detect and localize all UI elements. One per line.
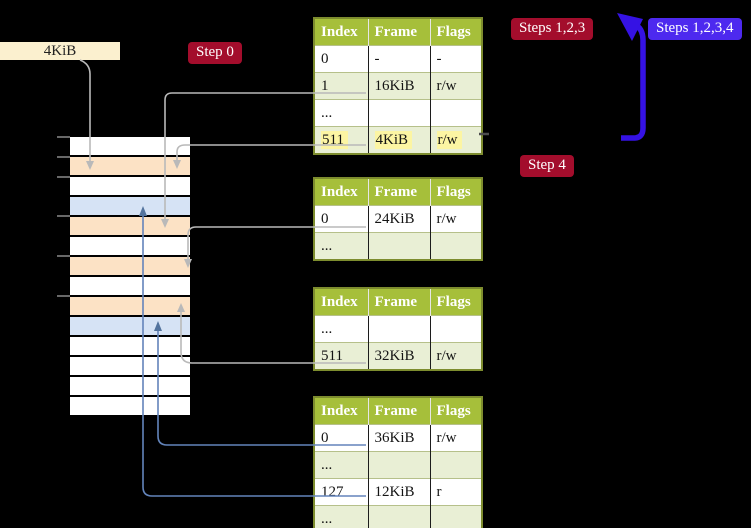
table-cell: r/w	[429, 205, 482, 233]
memory-frame-row-8	[70, 297, 190, 317]
column-header-index: Index	[314, 288, 368, 316]
table-cell: 12KiB	[367, 478, 430, 506]
table-cell: 36KiB	[367, 424, 430, 452]
table-cell: ...	[314, 451, 368, 479]
page-table-3-row-...: ...	[314, 315, 482, 343]
table-cell	[429, 451, 482, 479]
column-header-flags: Flags	[429, 18, 482, 46]
column-header-flags: Flags	[429, 397, 482, 425]
highlighted-value: 511	[321, 130, 348, 149]
table-cell: r/w	[429, 342, 482, 370]
badge-steps-1-2-3-4: Steps 1,2,3,4	[648, 18, 742, 40]
memory-frame-row-13	[70, 397, 190, 415]
table-cell: ...	[314, 99, 368, 127]
table-cell: 0	[314, 205, 368, 233]
badge-step-0: Step 0	[188, 42, 242, 64]
table-cell: 511	[314, 342, 368, 370]
page-table-4-row-...: ...	[314, 451, 482, 479]
table-cell: r/w	[429, 72, 482, 100]
table-cell	[429, 232, 482, 260]
table-cell	[429, 99, 482, 127]
frame-size-label: 4KiB	[0, 42, 120, 60]
table-cell: 16KiB	[367, 72, 430, 100]
column-header-flags: Flags	[429, 178, 482, 206]
page-table-2-row-...: ...	[314, 232, 482, 260]
column-header-frame: Frame	[367, 18, 430, 46]
table-cell: ...	[314, 232, 368, 260]
table-cell: 32KiB	[367, 342, 430, 370]
highlighted-value: 4KiB	[374, 130, 413, 149]
table-cell	[367, 99, 430, 127]
memory-frame-row-10	[70, 337, 190, 357]
page-table-1-row-511: 511 4KiB r/w	[314, 126, 482, 154]
table-cell: 511	[314, 126, 368, 154]
table-cell	[429, 315, 482, 343]
table-cell: -	[429, 45, 482, 73]
page-table-4-row-...: ...	[314, 505, 482, 528]
address-ticks	[57, 136, 70, 297]
memory-frame-row-4	[70, 217, 190, 237]
memory-frame-row-5	[70, 237, 190, 257]
memory-frame-row-11	[70, 357, 190, 377]
table-cell: r	[429, 478, 482, 506]
column-header-frame: Frame	[367, 397, 430, 425]
table-cell: 24KiB	[367, 205, 430, 233]
physical-memory-column	[70, 137, 190, 415]
memory-frame-row-2	[70, 177, 190, 197]
column-header-flags: Flags	[429, 288, 482, 316]
table-cell: 0	[314, 424, 368, 452]
column-header-frame: Frame	[367, 288, 430, 316]
table-cell: ...	[314, 315, 368, 343]
memory-frame-row-9	[70, 317, 190, 337]
table-cell	[367, 505, 430, 528]
memory-frame-row-12	[70, 377, 190, 397]
page-table-1-row-0: 0--	[314, 45, 482, 73]
recursive-loop-arrow	[617, 13, 646, 141]
column-header-index: Index	[314, 178, 368, 206]
table-cell: -	[367, 45, 430, 73]
memory-frame-row-6	[70, 257, 190, 277]
table-cell: r/w	[429, 126, 482, 154]
table-cell	[367, 451, 430, 479]
table-cell	[429, 505, 482, 528]
memory-frame-row-0	[70, 137, 190, 157]
badge-step-4: Step 4	[520, 155, 574, 177]
table-cell: 127	[314, 478, 368, 506]
table-cell	[367, 315, 430, 343]
table-cell: 0	[314, 45, 368, 73]
memory-frame-row-7	[70, 277, 190, 297]
table-cell: 1	[314, 72, 368, 100]
badge-steps-1-2-3: Steps 1,2,3	[511, 18, 594, 40]
memory-frame-row-1	[70, 157, 190, 177]
memory-frame-row-3	[70, 197, 190, 217]
table-cell: ...	[314, 505, 368, 528]
table-cell: r/w	[429, 424, 482, 452]
page-table-1-row-...: ...	[314, 99, 482, 127]
column-header-index: Index	[314, 18, 368, 46]
highlighted-value: r/w	[436, 130, 462, 149]
table-cell	[367, 232, 430, 260]
table-cell: 4KiB	[367, 126, 430, 154]
column-header-index: Index	[314, 397, 368, 425]
column-header-frame: Frame	[367, 178, 430, 206]
